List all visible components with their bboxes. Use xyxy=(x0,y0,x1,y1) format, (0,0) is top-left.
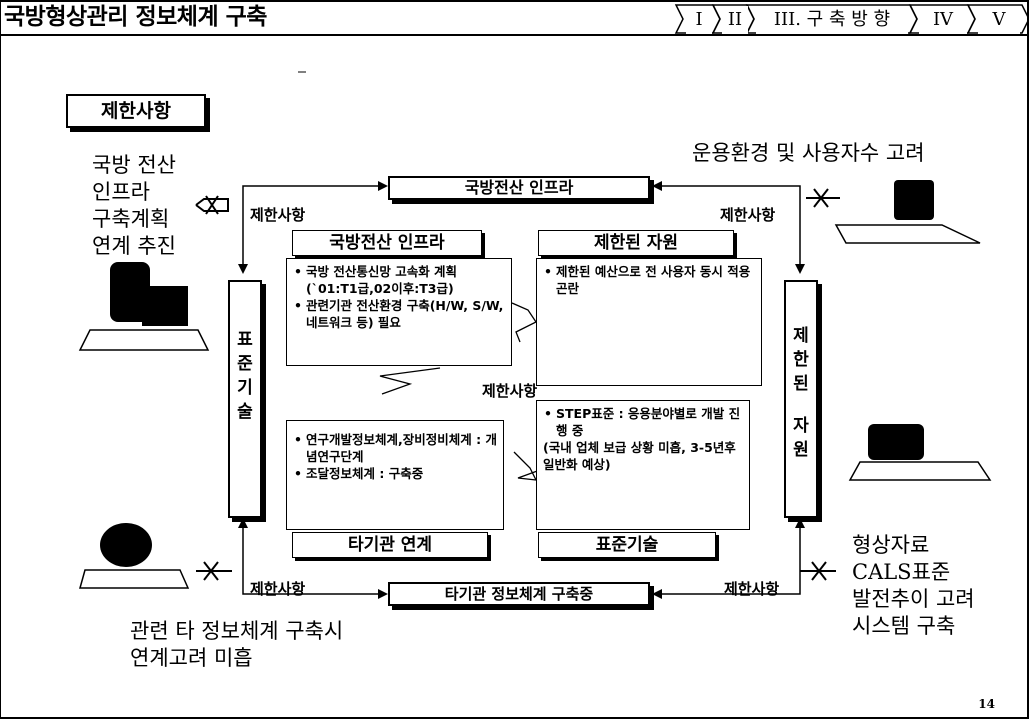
restriction-label-top-left: 제한사항 xyxy=(250,206,306,224)
top-box-infra: 국방전산 인프라 xyxy=(388,176,650,200)
vertical-limited-resources: 제 한 된 자 원 xyxy=(784,280,818,518)
corner-line: 운용환경 및 사용자수 고려 xyxy=(692,141,925,165)
tab-ii[interactable]: II xyxy=(722,6,748,34)
corner-line: 국방 전산 xyxy=(92,153,176,177)
vertical-char: 원 xyxy=(793,440,809,460)
restriction-label-bottom-left: 제한사항 xyxy=(250,580,306,598)
tab-v[interactable]: V xyxy=(978,6,1020,34)
corner-text-top-left: 국방 전산 인프라 구축계획 연계 추진 xyxy=(92,152,176,260)
corner-line: 구축계획 xyxy=(92,207,170,231)
page-title: 국방형상관리 정보체계 구축 xyxy=(4,3,267,30)
panel-head-infra: 국방전산 인프라 xyxy=(292,230,482,256)
vertical-char: 술 xyxy=(237,402,253,422)
corner-text-bottom-left: 관련 타 정보체계 구축시 연계고려 미흡 xyxy=(130,618,343,672)
corner-line: 연계고려 미흡 xyxy=(130,646,253,670)
corner-line: 연계 추진 xyxy=(92,234,176,258)
tab-iii[interactable]: III. 구 축 방 향 xyxy=(756,6,908,34)
bottom-box-other-agency: 타기관 정보체계 구축중 xyxy=(388,582,650,606)
vertical-char: 기 xyxy=(237,378,253,398)
vertical-char: 준 xyxy=(237,354,253,374)
panel-body-standard: STEP표준 : 응용분야별로 개발 진행 중 (국내 업체 보급 상황 미흡,… xyxy=(536,400,750,530)
restriction-label-bottom-right: 제한사항 xyxy=(724,580,780,598)
list-item: 관련기관 전산환경 구축(H/W, S/W, 네트워크 등) 필요 xyxy=(294,297,505,331)
panel-body-resources: 제한된 예산으로 전 사용자 동시 적용 곤란 xyxy=(536,258,762,386)
panel-body-infra: 국방 전산통신망 고속화 계획(`01:T1급,02이후:T3급) 관련기관 전… xyxy=(286,258,512,366)
restriction-label-top-right: 제한사항 xyxy=(720,206,776,224)
panel-head-standard: 표준기술 xyxy=(538,532,716,558)
corner-line: 인프라 xyxy=(92,180,150,204)
panel-body-other-agency: 연구개발정보체계,장비정비체계 : 개념연구단계 조달정보체계 : 구축중 xyxy=(286,420,504,530)
list-item: 연구개발정보체계,장비정비체계 : 개념연구단계 xyxy=(294,431,497,465)
panel-head-other-agency: 타기관 연계 xyxy=(292,532,488,558)
list-item: 국방 전산통신망 고속화 계획(`01:T1급,02이후:T3급) xyxy=(294,263,505,297)
panel-note: (국내 업체 보급 상황 미흡, 3-5년후 일반화 예상) xyxy=(543,440,736,472)
list-item: STEP표준 : 응용분야별로 개발 진행 중 xyxy=(544,405,743,439)
list-item: 제한된 예산으로 전 사용자 동시 적용 곤란 xyxy=(544,263,755,297)
vertical-char: 한 xyxy=(793,350,809,370)
restriction-label-center: 제한사항 xyxy=(482,382,538,400)
vertical-char: 된 xyxy=(793,374,809,394)
list-item: 조달정보체계 : 구축중 xyxy=(294,465,497,482)
vertical-standard-tech: 표 준 기 술 xyxy=(228,280,262,518)
tab-iv[interactable]: IV xyxy=(919,6,967,34)
corner-text-bottom-right: 형상자료 CALS표준 발전추이 고려 시스템 구축 xyxy=(852,532,975,640)
corner-text-top-right: 운용환경 및 사용자수 고려 xyxy=(692,140,925,167)
corner-line: 형상자료 xyxy=(852,533,930,557)
corner-line: 관련 타 정보체계 구축시 xyxy=(130,619,344,643)
section-title: 제한사항 xyxy=(66,94,206,128)
vertical-char: 표 xyxy=(237,330,253,350)
vertical-char: 자 xyxy=(793,416,809,436)
tab-i[interactable]: I xyxy=(686,6,712,34)
panel-head-resources: 제한된 자원 xyxy=(538,230,734,256)
corner-line: CALS표준 xyxy=(852,560,951,584)
corner-line: 발전추이 고려 xyxy=(852,587,975,611)
page-number: 14 xyxy=(978,697,995,711)
vertical-char: 제 xyxy=(793,326,809,346)
corner-line: 시스템 구축 xyxy=(852,614,956,638)
